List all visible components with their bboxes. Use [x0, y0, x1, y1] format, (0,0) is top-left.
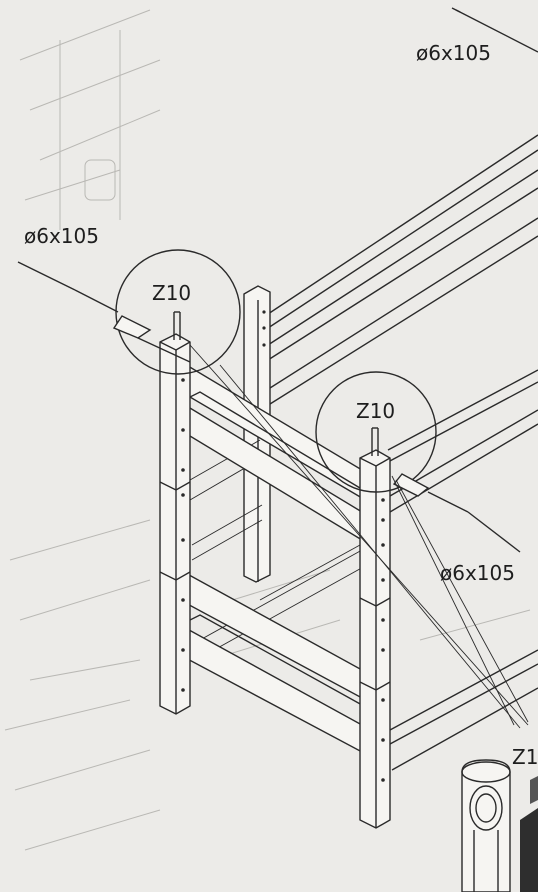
detail-label-middle: Z10	[356, 399, 395, 423]
detail-circle-left	[115, 249, 241, 375]
left-front-post	[159, 311, 191, 715]
dowel-rod-top	[451, 7, 538, 53]
dowel-size-label-left: ø6x105	[24, 224, 99, 248]
dowel-rod-right	[392, 473, 521, 553]
detail-circle-middle	[315, 371, 437, 493]
detail-label-left: Z10	[152, 281, 191, 305]
leader-lines	[189, 344, 529, 729]
background-ghost-lines	[4, 9, 531, 851]
detail-label-partial: Z1	[512, 745, 538, 769]
cam-fitting-detail	[461, 759, 538, 892]
front-end-rails	[177, 358, 381, 754]
middle-front-post	[359, 427, 391, 829]
dowel-size-label-right: ø6x105	[440, 561, 515, 585]
dowel-rod-left	[17, 261, 191, 363]
back-top-rail	[261, 134, 538, 405]
dowel-size-label-top: ø6x105	[416, 41, 491, 65]
